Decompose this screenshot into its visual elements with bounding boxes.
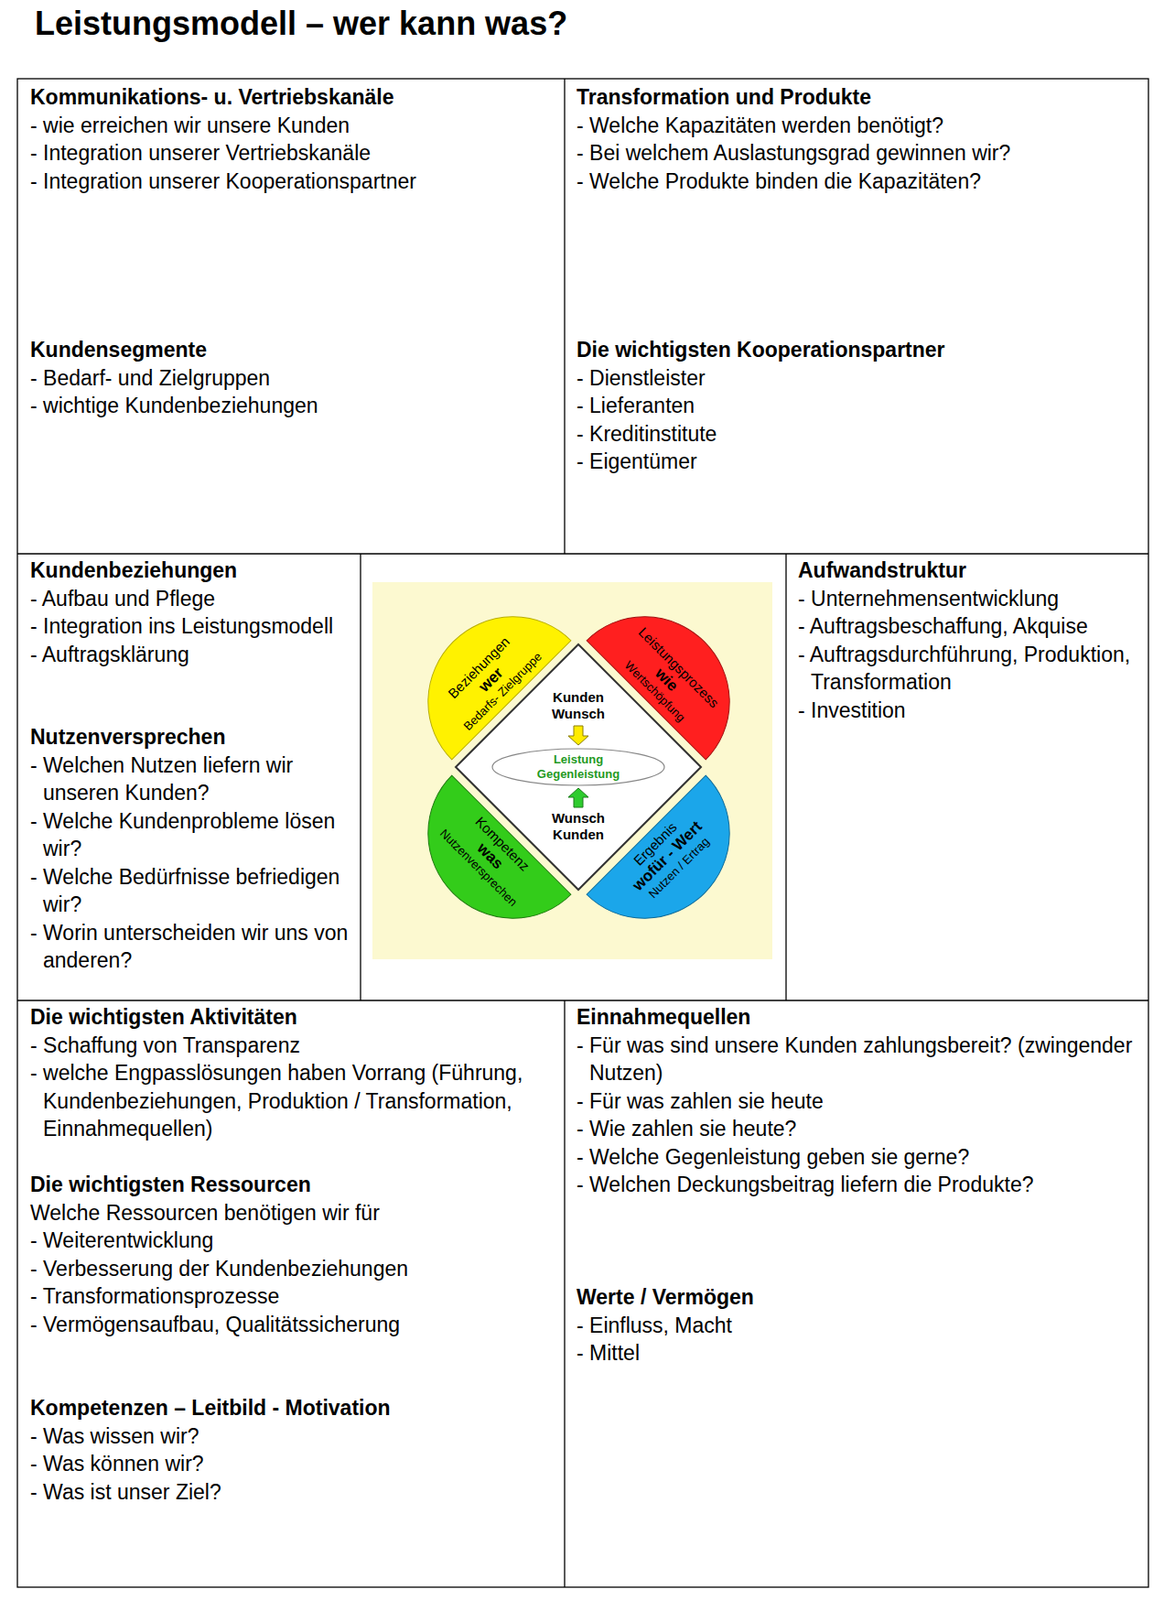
section-item: - Einfluss, Macht xyxy=(576,1311,1143,1340)
section-item: - Eigentümer xyxy=(576,447,1140,476)
exchange-ellipse: LeistungGegenleistung xyxy=(491,747,666,787)
section-box: Die wichtigsten RessourcenWelche Ressour… xyxy=(30,1170,557,1338)
section-item: - Welchen Deckungsbeitrag liefern die Pr… xyxy=(576,1170,1143,1199)
section-item: - Welche Kundenprobleme lösen wir? xyxy=(30,807,356,863)
row-line xyxy=(17,999,1149,1001)
section-item: - Was ist unser Ziel? xyxy=(30,1477,557,1507)
section-heading: Kompetenzen – Leitbild - Motivation xyxy=(30,1393,557,1423)
section-heading: Nutzenversprechen xyxy=(30,722,356,752)
page-title: Leistungsmodell – wer kann was? xyxy=(34,3,568,44)
section-item: - Was wissen wir? xyxy=(30,1422,557,1451)
section-heading: Die wichtigsten Aktivitäten xyxy=(30,1002,557,1032)
section-item: - Welchen Nutzen liefern wir unseren Kun… xyxy=(30,751,356,808)
section-heading: Kundensegmente xyxy=(30,335,552,365)
section-item: - wie erreichen wir unsere Kunden xyxy=(30,111,552,141)
section-box: Die wichtigsten Aktivitäten- Schaffung v… xyxy=(30,1002,557,1143)
section-box: Aufwandstruktur- Unternehmensentwicklung… xyxy=(797,556,1144,724)
section-item: - Integration ins Leistungsmodell xyxy=(30,612,356,641)
section-item: - Für was sind unsere Kunden zahlungsber… xyxy=(576,1031,1143,1088)
row-line xyxy=(17,552,1149,554)
section-item: - Verbesserung der Kundenbeziehungen xyxy=(30,1254,557,1283)
column-line xyxy=(563,1000,565,1587)
section-heading: Die wichtigsten Kooperationspartner xyxy=(576,335,1140,365)
section-item: - Aufbau und Pflege xyxy=(30,584,356,614)
section-heading: Kommunikations- u. Vertriebskanäle xyxy=(30,83,552,112)
section-item: - Dienstleister xyxy=(576,364,1140,393)
section-item: - Bedarf- und Zielgruppen xyxy=(30,364,552,393)
section-heading: Die wichtigsten Ressourcen xyxy=(30,1170,557,1199)
column-line xyxy=(785,553,787,1001)
section-item: - Investition xyxy=(797,696,1144,725)
section-box: Kommunikations- u. Vertriebskanäle- wie … xyxy=(30,83,552,195)
section-item: - Transformationsprozesse xyxy=(30,1282,557,1311)
section-box: Transformation und Produkte- Welche Kapa… xyxy=(576,83,1140,195)
outer-frame xyxy=(17,78,1149,1587)
section-item: - Worin unterscheiden wir uns von andere… xyxy=(30,918,356,975)
ellipse-label: Gegenleistung xyxy=(537,766,620,782)
section-item: - Auftragsdurchführung, Produktion, Tran… xyxy=(797,640,1144,697)
section-item: - Unternehmensentwicklung xyxy=(797,584,1144,614)
down-arrow xyxy=(568,725,589,745)
up-arrow xyxy=(568,787,589,808)
section-heading: Kundenbeziehungen xyxy=(30,556,356,585)
section-box: Werte / Vermögen- Einfluss, Macht- Mitte… xyxy=(576,1282,1143,1368)
section-item: - welche Engpasslösungen haben Vorrang (… xyxy=(30,1058,557,1143)
section-item: - Auftragsbeschaffung, Akquise xyxy=(797,612,1144,641)
section-item: - Lieferanten xyxy=(576,391,1140,421)
section-item: - Bei welchem Auslastungsgrad gewinnen w… xyxy=(576,139,1140,168)
section-item: Welche Ressourcen benötigen wir für xyxy=(30,1198,557,1228)
diamond-label: Wunsch Kunden xyxy=(539,809,617,843)
section-item: - Integration unserer Kooperationspartne… xyxy=(30,167,552,196)
section-heading: Einnahmequellen xyxy=(576,1002,1143,1032)
section-item: - Wie zahlen sie heute? xyxy=(576,1114,1143,1143)
section-box: Einnahmequellen- Für was sind unsere Kun… xyxy=(576,1002,1143,1199)
section-heading: Transformation und Produkte xyxy=(576,83,1140,112)
column-line xyxy=(359,553,361,1001)
section-heading: Werte / Vermögen xyxy=(576,1282,1143,1312)
section-box: Nutzenversprechen- Welchen Nutzen liefer… xyxy=(30,722,356,975)
section-item: - Welche Gegenleistung geben sie gerne? xyxy=(576,1142,1143,1172)
section-item: - Schaffung von Transparenz xyxy=(30,1031,557,1060)
section-item: - Welche Produkte binden die Kapazitäten… xyxy=(576,167,1140,196)
diamond-label: Kunden Wunsch xyxy=(539,689,617,723)
section-item: - Integration unserer Vertriebskanäle xyxy=(30,139,552,168)
section-heading: Aufwandstruktur xyxy=(797,556,1144,585)
half-disc-outline xyxy=(393,775,572,953)
section-item: - Für was zahlen sie heute xyxy=(576,1087,1143,1116)
section-box: Die wichtigsten Kooperationspartner- Die… xyxy=(576,335,1140,476)
section-item: - wichtige Kundenbeziehungen xyxy=(30,391,552,421)
section-item: - Was können wir? xyxy=(30,1449,557,1478)
section-box: Kundenbeziehungen- Aufbau und Pflege- In… xyxy=(30,556,356,669)
ellipse-outline xyxy=(492,748,665,786)
section-item: - Welche Bedürfnisse befriedigen wir? xyxy=(30,862,356,919)
section-box: Kompetenzen – Leitbild - Motivation- Was… xyxy=(30,1393,557,1506)
section-item: - Mittel xyxy=(576,1338,1143,1368)
section-item: - Welche Kapazitäten werden benötigt? xyxy=(576,111,1140,141)
picture-ground xyxy=(372,582,773,960)
section-item: - Kreditinstitute xyxy=(576,420,1140,449)
column-line xyxy=(563,78,565,554)
section-item: - Vermögensaufbau, Qualitätssicherung xyxy=(30,1310,557,1339)
half-disc-outline xyxy=(586,775,765,953)
section-item: - Auftragsklärung xyxy=(30,640,356,669)
ellipse-label: Leistung xyxy=(553,752,604,767)
section-item: - Weiterentwicklung xyxy=(30,1226,557,1255)
section-box: Kundensegmente- Bedarf- und Zielgruppen-… xyxy=(30,335,552,421)
